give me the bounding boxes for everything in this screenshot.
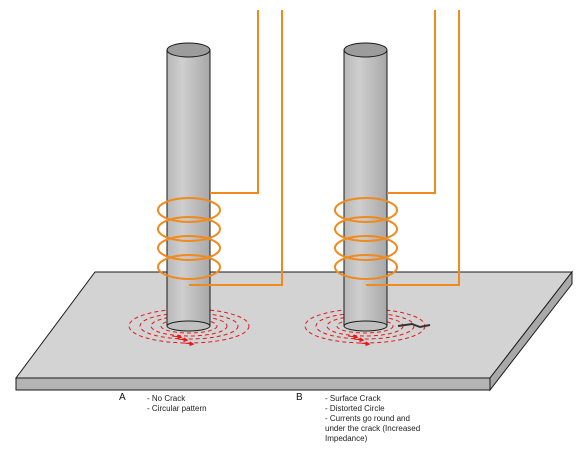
panel-b-letter: B xyxy=(296,392,303,403)
probe-a-bottom xyxy=(166,320,211,332)
probe-b-top xyxy=(343,42,388,58)
panel-b-note: under the crack (Increased xyxy=(325,424,421,433)
panel-a-notes: - No Crack - Circular pattern xyxy=(147,394,207,414)
probe-b xyxy=(304,10,460,347)
surface-crack xyxy=(397,322,431,329)
test-plate xyxy=(15,270,574,392)
probe-a xyxy=(128,10,283,347)
plate-front-face xyxy=(15,377,491,391)
panel-a-note: - No Crack xyxy=(147,394,186,403)
coil-a xyxy=(157,197,221,280)
panel-b-note: - Currents go round and xyxy=(325,414,410,423)
probe-b-rod xyxy=(343,49,388,327)
plate-top-face xyxy=(15,271,574,379)
probe-b-bottom xyxy=(343,320,388,332)
coil-b xyxy=(334,197,398,280)
eddy-arrows-b xyxy=(347,334,371,347)
panel-b-notes: - Surface Crack - Distorted Circle - Cur… xyxy=(325,394,420,444)
coil-b-leads xyxy=(366,10,460,286)
probe-a-top xyxy=(166,42,211,58)
panel-b-note: - Surface Crack xyxy=(325,394,381,403)
coil-a-leads xyxy=(189,10,283,286)
panel-a-letter: A xyxy=(119,392,126,403)
panel-b-note: Impedance) xyxy=(325,434,368,443)
plate-side-face xyxy=(489,270,573,392)
panel-b-note: - Distorted Circle xyxy=(325,404,385,413)
eddy-arrows-a xyxy=(171,334,195,347)
panel-a-note: - Circular pattern xyxy=(147,404,207,413)
